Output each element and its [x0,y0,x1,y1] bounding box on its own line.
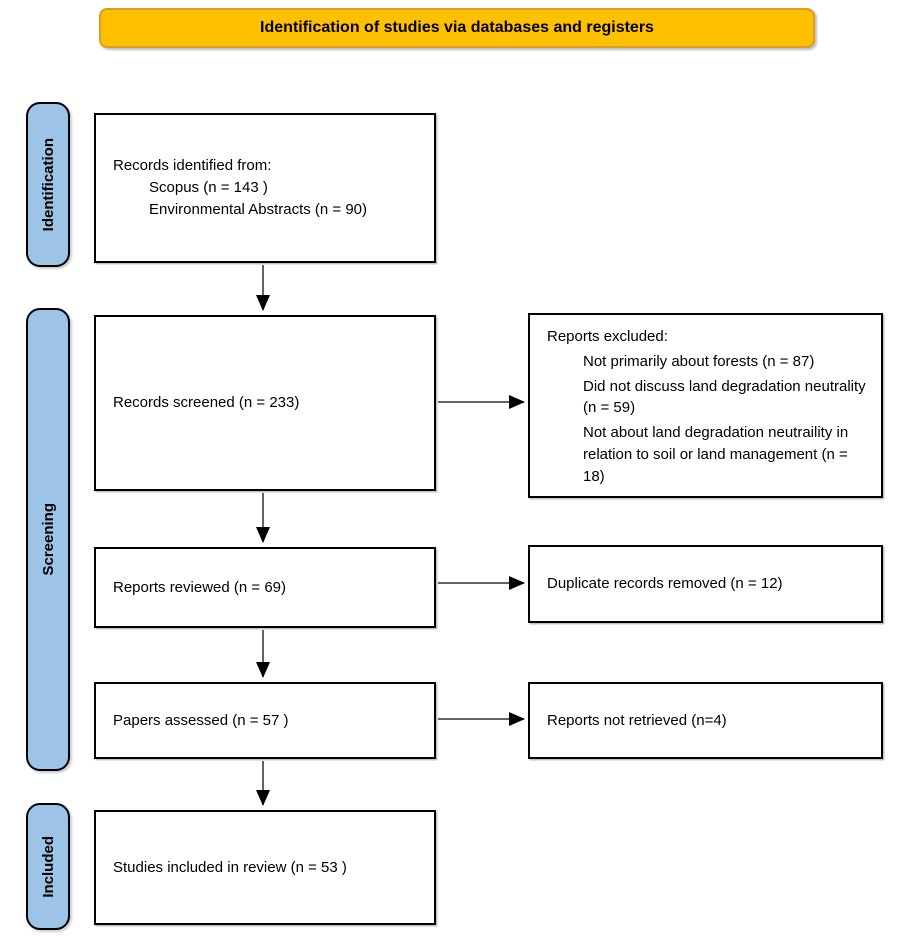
reports-reviewed-text: Reports reviewed (n = 69) [113,578,286,596]
box-duplicate-records-removed: Duplicate records removed (n = 12) [528,545,883,623]
reports-excluded-reason-1: Not primarily about forests (n = 87) [583,352,815,370]
stage-label-included: Included [26,803,70,930]
box-studies-included: Studies included in review (n = 53 ) [94,810,436,925]
records-identified-title: Records identified from: [113,157,272,175]
papers-assessed-text: Papers assessed (n = 57 ) [113,711,289,729]
records-identified-source-scopus: Scopus (n = 143 ) [149,179,268,197]
box-papers-assessed: Papers assessed (n = 57 ) [94,682,436,759]
reports-not-retrieved-text: Reports not retrieved (n=4) [547,711,727,729]
records-screened-text: Records screened (n = 233) [113,394,300,412]
reports-excluded-title: Reports excluded: [547,328,668,345]
box-reports-not-retrieved: Reports not retrieved (n=4) [528,682,883,759]
stage-label-identification: Identification [26,102,70,267]
studies-included-text: Studies included in review (n = 53 ) [113,858,347,876]
stage-label-included-text: Included [39,835,57,898]
diagram-title-banner: Identification of studies via databases … [99,8,815,48]
reports-excluded-reason-3: Not about land degradation neutraility i… [583,424,849,485]
duplicate-records-removed-text: Duplicate records removed (n = 12) [547,575,783,593]
records-identified-source-env-abstracts: Environmental Abstracts (n = 90) [149,200,368,218]
box-reports-excluded: Reports excluded: Not primarily about fo… [528,313,883,498]
box-records-screened: Records screened (n = 233) [94,315,436,491]
stage-label-identification-text: Identification [39,137,57,232]
stage-label-screening-text: Screening [39,503,57,576]
box-records-identified: Records identified from: Scopus (n = 143… [94,113,436,263]
stage-label-screening: Screening [26,308,70,771]
box-reports-reviewed: Reports reviewed (n = 69) [94,547,436,628]
reports-excluded-reason-2: Did not discuss land degradation neutral… [583,377,866,417]
diagram-title: Identification of studies via databases … [260,19,654,36]
